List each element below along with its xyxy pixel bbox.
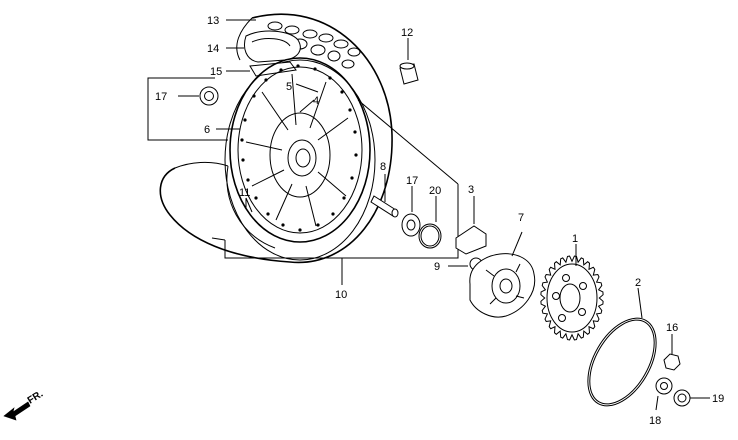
callout-labels: 13 14 15 5 4 17 6 12 8 17 20 3 11 7 1 9 … [155,15,724,427]
drive-chain [587,287,657,407]
leader-lines [216,19,319,208]
bearing-right [655,377,673,411]
callout-7: 7 [518,212,524,224]
callout-17-center: 17 [406,175,418,187]
bearing-center [401,186,421,237]
callout-15: 15 [210,66,222,78]
callout-5: 5 [286,81,292,93]
rear-wheel-rim [229,57,371,243]
rim-spoke-holes [240,64,358,232]
callout-3: 3 [468,184,474,196]
driven-flange [469,231,536,318]
cap-collar [399,38,419,85]
flange-nut [663,334,681,371]
axle-spacer [370,174,399,218]
callout-9: 9 [434,261,440,273]
callout-4: 4 [313,95,319,107]
callout-19: 19 [712,393,724,405]
callout-13: 13 [207,15,219,27]
front-direction-indicator: FR. [3,389,45,421]
dust-seal [673,389,710,407]
callout-2: 2 [635,277,641,289]
driven-sprocket [540,244,604,341]
callout-16: 16 [666,322,678,334]
callout-12: 12 [401,27,413,39]
callout-18: 18 [649,415,661,427]
rim-band [249,61,297,77]
callout-8: 8 [380,161,386,173]
o-ring [418,196,442,249]
front-arrow-icon [3,401,31,421]
callout-6: 6 [204,124,210,136]
callout-11: 11 [239,187,250,199]
group-bracket-lines [147,77,459,285]
callout-20: 20 [429,185,441,197]
callout-1: 1 [572,233,578,245]
inner-tube [244,30,301,63]
callout-10: 10 [335,289,347,301]
damper-rubber [455,196,487,255]
bearing-left [178,86,219,106]
callout-17-left: 17 [155,91,167,103]
callout-14: 14 [207,43,219,55]
valve-stem [245,197,253,213]
